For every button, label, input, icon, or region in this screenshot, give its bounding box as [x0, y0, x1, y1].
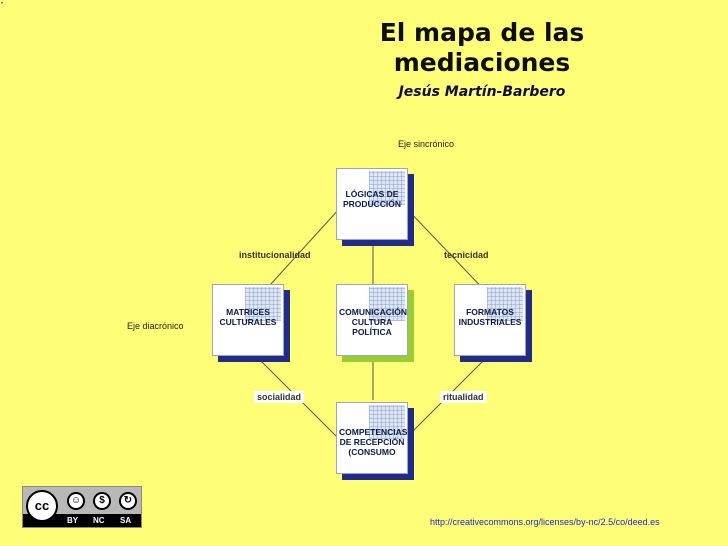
- cc-icon: cc: [26, 490, 58, 522]
- license-nc-label: NC: [93, 516, 105, 525]
- creative-commons-badge[interactable]: cc ☺ $ ↻ BY NC SA: [22, 486, 142, 528]
- node-label: LÓGICAS DE PRODUCCIÓN: [342, 189, 402, 209]
- node-grid-decoration: [369, 171, 405, 205]
- node-face: MATRICES CULTURALES: [212, 284, 284, 356]
- node-face: FORMATOS INDUSTRIALES: [454, 284, 526, 356]
- node-face: COMUNICACIÓN CULTURA POLÍTICA: [336, 284, 408, 356]
- license-sa-label: SA: [120, 516, 132, 525]
- node-label: COMPETENCIAS DE RECEPCIÓN (CONSUMO: [339, 427, 408, 457]
- node-label: COMUNICACIÓN CULTURA POLÍTICA: [339, 307, 407, 337]
- node-grid-decoration: [245, 287, 281, 321]
- node-grid-decoration: [369, 405, 405, 439]
- corner-mark: •: [1, 1, 4, 7]
- node-grid-decoration: [487, 287, 523, 321]
- license-by-label: BY: [67, 516, 79, 525]
- axis-label-sincronico: Eje sincrónico: [398, 139, 455, 149]
- attribution-icon: ☺: [67, 492, 85, 510]
- sharealike-icon: ↻: [119, 492, 137, 510]
- noncommercial-icon: $: [93, 492, 111, 510]
- axis-label-diacronico: Eje diacrónico: [127, 321, 184, 331]
- line-top-left: [259, 207, 341, 297]
- node-grid-decoration: [369, 287, 405, 321]
- node-matrices-culturales: MATRICES CULTURALES: [212, 284, 290, 362]
- node-formatos-industriales: FORMATOS INDUSTRIALES: [454, 284, 532, 362]
- node-logicas-produccion: LÓGICAS DE PRODUCCIÓN: [336, 168, 414, 246]
- edge-label-institucionalidad: institucionalidad: [239, 250, 311, 260]
- node-label: MATRICES CULTURALES: [219, 307, 277, 327]
- edge-label-ritualidad: ritualidad: [440, 391, 487, 403]
- edge-label-socialidad: socialidad: [254, 391, 305, 403]
- node-label: FORMATOS INDUSTRIALES: [458, 307, 522, 327]
- slide-subtitle: Jesús Martín-Barbero: [398, 84, 566, 100]
- edge-label-tecnicidad: tecnicidad: [444, 250, 489, 260]
- slide-title: El mapa de las mediaciones: [379, 18, 585, 77]
- node-face: COMPETENCIAS DE RECEPCIÓN (CONSUMO: [336, 402, 408, 474]
- node-comunicacion-cultura-politica: COMUNICACIÓN CULTURA POLÍTICA: [336, 284, 414, 362]
- node-face: LÓGICAS DE PRODUCCIÓN: [336, 168, 408, 240]
- node-competencias-recepcion: COMPETENCIAS DE RECEPCIÓN (CONSUMO: [336, 402, 414, 480]
- license-url-link[interactable]: http://creativecommons.org/licenses/by-n…: [430, 517, 660, 527]
- line-top-right: [405, 207, 491, 297]
